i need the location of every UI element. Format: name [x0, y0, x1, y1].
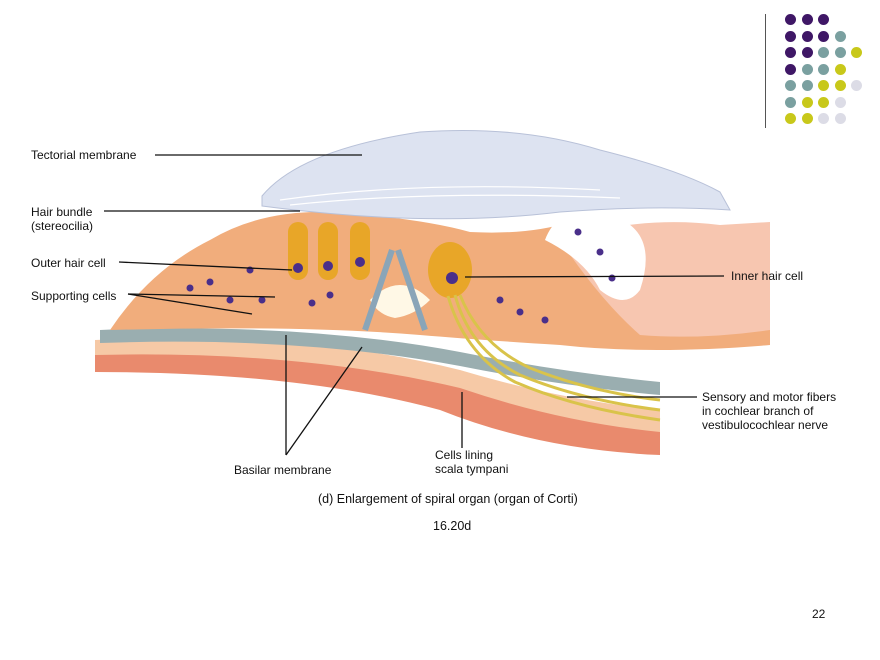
- decorative-dot: [785, 47, 796, 58]
- decorative-dot: [785, 96, 796, 108]
- label-basilar-membrane: Basilar membrane: [234, 463, 332, 477]
- decorative-dot: [851, 80, 862, 91]
- decorative-dot: [818, 80, 829, 91]
- decorative-dot: [801, 80, 813, 91]
- decorative-dot: [818, 96, 829, 108]
- figure-number: 16.20d: [433, 519, 472, 533]
- decorative-dot: [801, 30, 813, 42]
- scala-tympani-lining: [95, 338, 660, 432]
- decorative-dot: [801, 113, 813, 124]
- tectorial-membrane: [261, 129, 731, 220]
- pillar-cells: [362, 249, 428, 331]
- decorative-divider: [765, 14, 766, 128]
- decorative-dot: [851, 47, 862, 58]
- decorative-dot: [801, 47, 813, 58]
- lower-tissue-layer: [95, 350, 660, 455]
- inner-sulcus: [545, 210, 646, 300]
- decorative-dot: [834, 113, 846, 124]
- decorative-dot: [834, 30, 846, 42]
- label-supporting-cells: Supporting cells: [31, 289, 117, 303]
- inner-hair-cell: [428, 242, 472, 298]
- nerve-fibers: [446, 294, 661, 422]
- decorative-dot: [801, 14, 813, 25]
- decorative-dot: [785, 30, 796, 42]
- decorative-dot: [785, 14, 796, 25]
- decorative-dot: [818, 63, 829, 75]
- label-inner-hair-cell: Inner hair cell: [731, 269, 804, 283]
- decorative-dot: [818, 30, 829, 42]
- label-outer-hair-cell: Outer hair cell: [31, 256, 106, 270]
- decorative-dot: [801, 96, 813, 108]
- decorative-dot: [834, 80, 846, 91]
- supporting-cell-nuclei: [186, 228, 616, 324]
- decorative-dot: [834, 96, 846, 108]
- label-cells-lining-scala-tympani: Cells lining scala tympani: [435, 448, 509, 476]
- figure-caption: (d) Enlargement of spiral organ (organ o…: [318, 492, 578, 506]
- label-sensory-motor-fibers: Sensory and motor fibers in cochlear bra…: [702, 390, 837, 432]
- decorative-dot: [785, 113, 796, 124]
- leader-lines: [104, 154, 725, 456]
- decorative-dot: [818, 14, 829, 25]
- decorative-dot: [834, 63, 846, 75]
- basilar-membrane: [100, 328, 660, 395]
- decorative-dot: [801, 63, 813, 75]
- label-hair-bundle: Hair bundle (stereocilia): [31, 205, 94, 233]
- decorative-dot: [818, 113, 829, 124]
- page-number: 22: [812, 607, 826, 621]
- decorative-dot: [785, 80, 796, 91]
- label-tectorial-membrane: Tectorial membrane: [31, 148, 137, 162]
- outer-hair-cells: [288, 222, 370, 280]
- decorative-dot: [818, 47, 829, 58]
- decorative-dot: [785, 63, 796, 75]
- decorative-dot: [834, 47, 846, 58]
